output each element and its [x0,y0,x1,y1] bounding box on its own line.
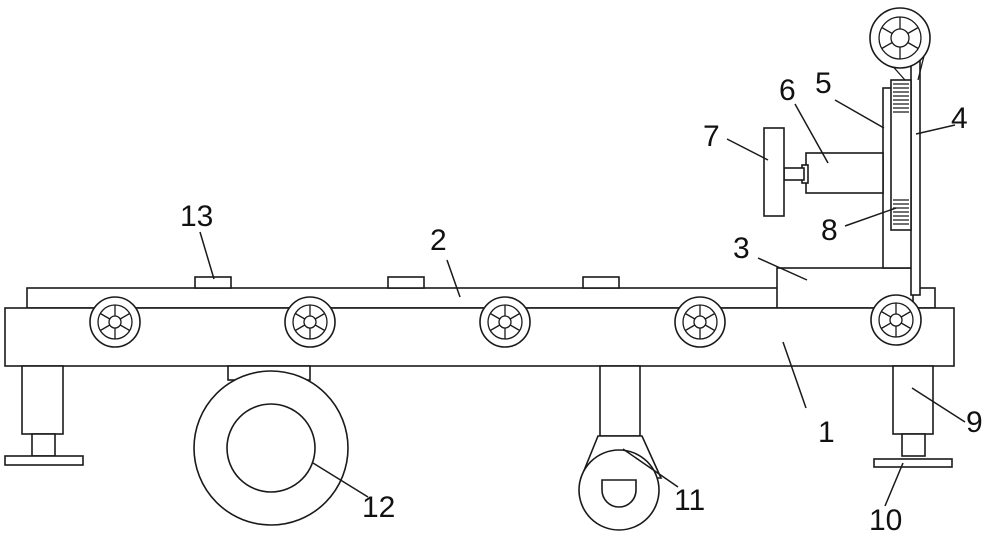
label-2: 2 [430,224,447,257]
roller-1 [89,296,141,348]
label-1: 1 [818,416,835,449]
cylinder-body [805,152,884,194]
roller-2 [284,296,336,348]
top-block-1 [194,276,232,289]
top-pulley [869,7,931,69]
label-4: 4 [951,102,968,135]
label-8: 8 [821,214,838,247]
leader-lines [199,99,966,507]
label-12: 12 [362,491,395,524]
beam-rollers [89,294,922,348]
label-6: 6 [779,74,796,107]
right-leg [873,365,953,468]
label-3: 3 [733,232,750,265]
label-10: 10 [869,504,902,537]
roller-5 [870,294,922,346]
large-wheel [193,365,349,526]
gear-teeth [890,79,912,231]
caster-wheel [578,365,663,531]
label-9: 9 [966,406,983,439]
label-13: 13 [180,200,213,233]
top-block-3 [582,276,620,289]
roller-3 [479,296,531,348]
label-5: 5 [815,67,832,100]
label-7: 7 [703,120,720,153]
label-11: 11 [674,484,705,517]
left-leg [4,365,84,466]
roller-4 [674,296,726,348]
pressing-plate [763,127,785,217]
main-frame-beam [4,307,955,367]
top-block-2 [387,276,425,289]
cylinder-rod [783,167,805,181]
